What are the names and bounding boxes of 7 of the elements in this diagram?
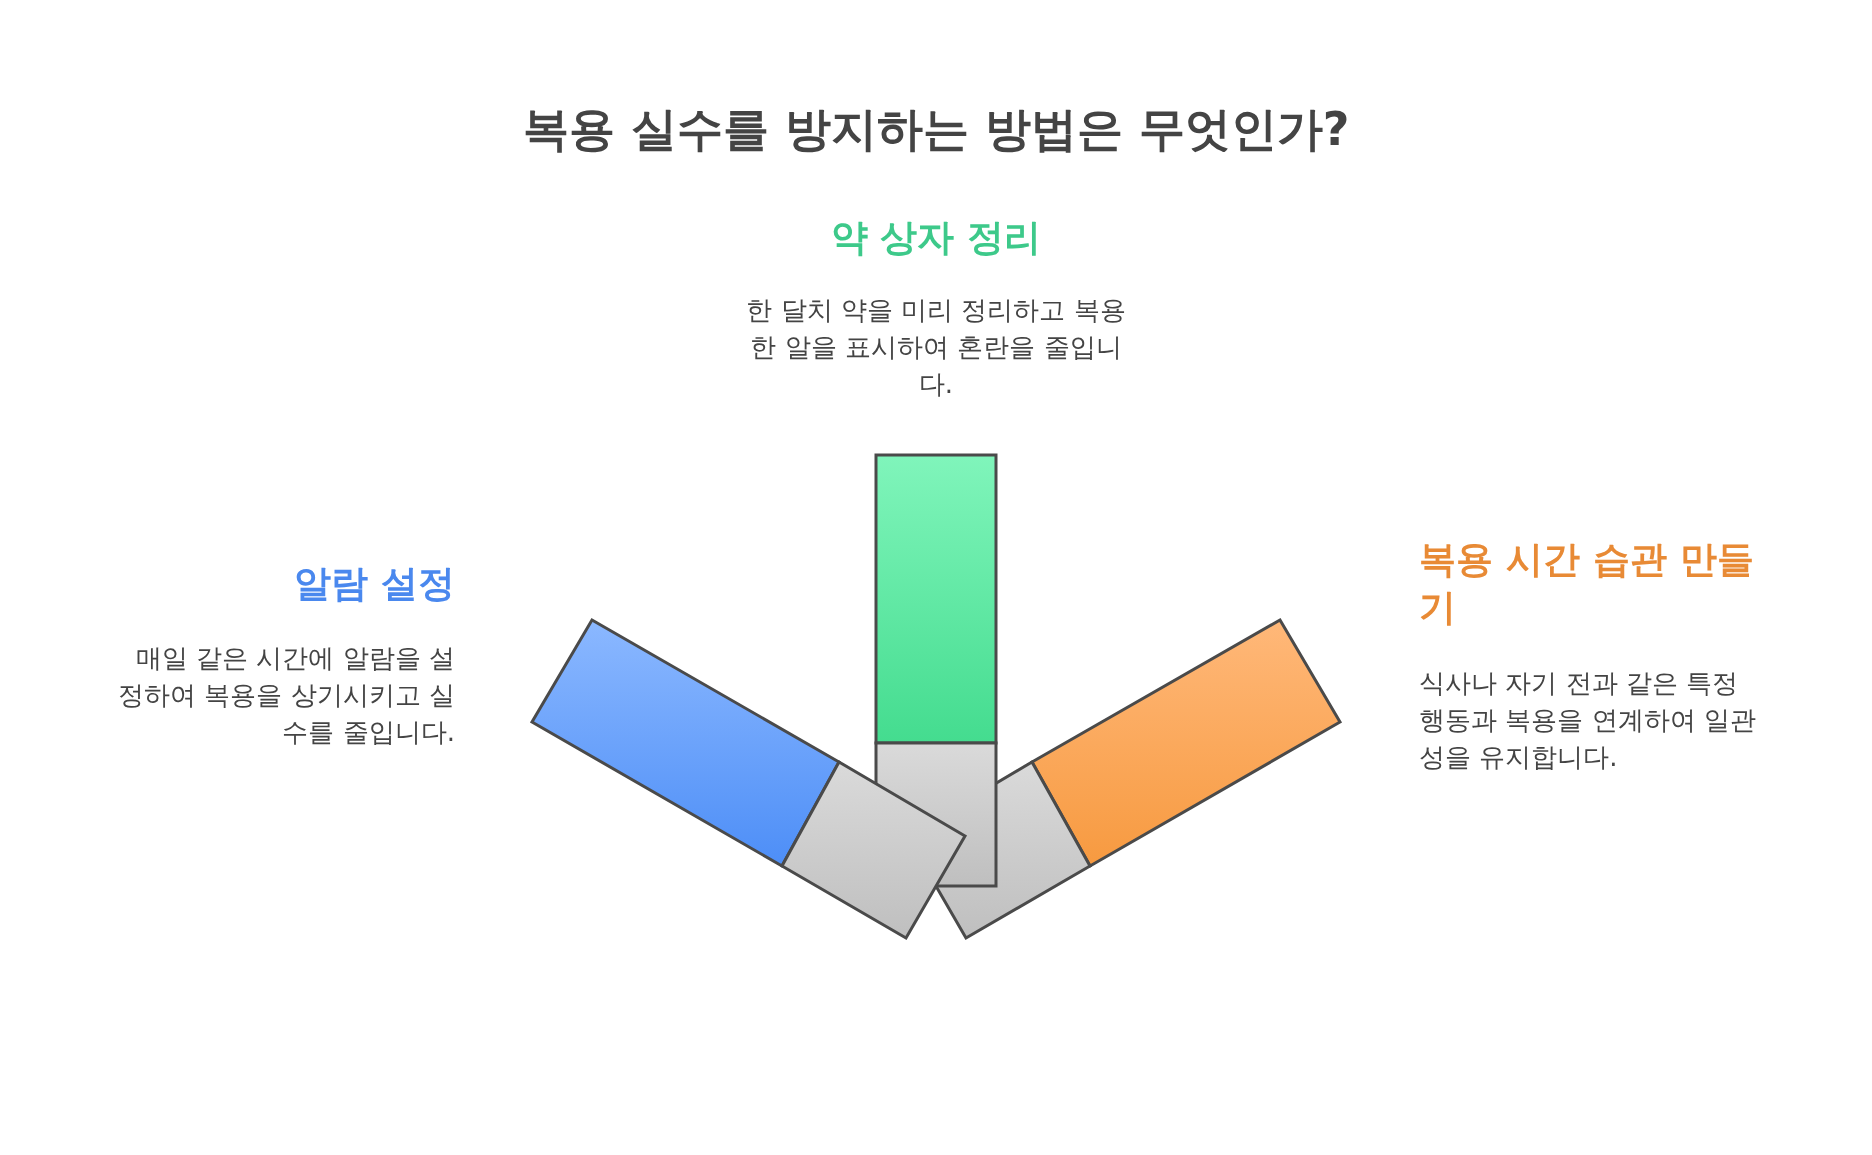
description: 매일 같은 시간에 알람을 설정하여 복용을 상기시키고 실수를 줄입니다.	[117, 642, 455, 749]
heading: 복용 시간 습관 만들기	[1419, 537, 1755, 631]
description: 한 달치 약을 미리 정리하고 복용한 알을 표시하여 혼란을 줄입니다.	[746, 294, 1126, 401]
description: 식사나 자기 전과 같은 특정 행동과 복용을 연계하여 일관성을 유지합니다.	[1419, 667, 1757, 774]
heading: 알람 설정	[293, 561, 455, 607]
title: 복용 실수를 방지하는 방법은 무엇인가?	[521, 101, 1351, 158]
heading: 약 상자 정리	[829, 215, 1043, 261]
